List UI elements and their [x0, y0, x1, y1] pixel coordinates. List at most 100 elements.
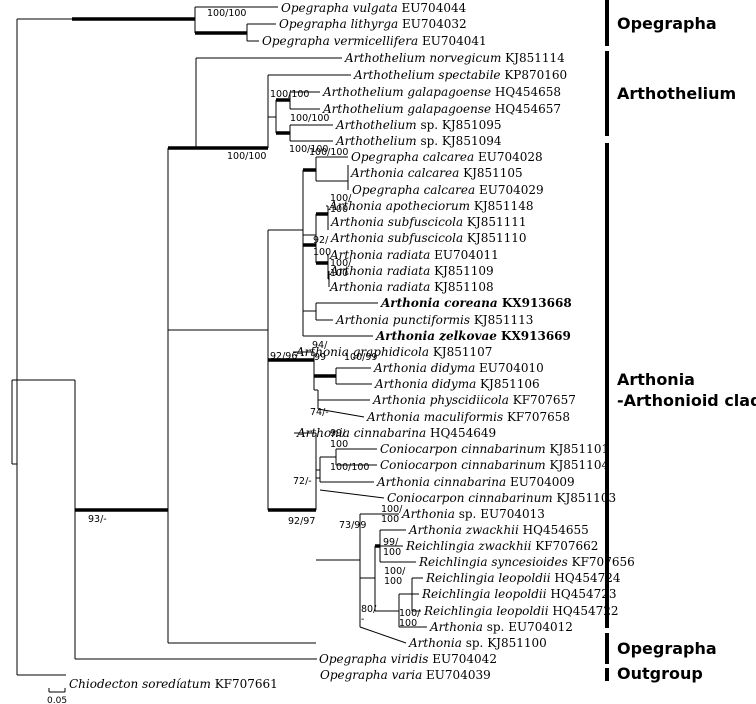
taxon-accession: EU704039 — [422, 668, 491, 682]
support-value: 72/- — [293, 476, 312, 487]
taxon-accession: KP870160 — [501, 68, 568, 82]
taxon-name: Arthonia didyma — [373, 361, 475, 375]
taxon-accession: KJ851103 — [553, 491, 616, 505]
taxon-name: Arthonia radiata — [329, 280, 430, 294]
taxon-accession: KJ851101 — [546, 442, 609, 456]
branch — [319, 489, 385, 499]
taxon-name: Coniocarpon cinnabarinum — [380, 458, 546, 472]
taxon-name: Arthothelium spectabile — [353, 68, 501, 82]
taxon-accession: KF707662 — [531, 539, 598, 553]
taxon-accession: HQ454724 — [551, 571, 621, 585]
support-value: 100/100 — [227, 151, 266, 162]
taxon-name: Arthothelium galapagoense — [322, 85, 491, 99]
taxon-label: Coniocarpon cinnabarinum KJ851101 — [380, 442, 609, 456]
support-value: 73/99 — [339, 520, 366, 531]
branch — [359, 626, 407, 644]
taxon-label: Arthonia sp. EU704013 — [401, 507, 545, 521]
scale-bar — [48, 688, 66, 693]
taxon-accession: EU704028 — [474, 150, 543, 164]
taxon-name: Arthonia subfuscicola — [330, 231, 463, 245]
support-value: 100 — [330, 439, 348, 450]
taxon-label: Arthonia radiata KJ851109 — [329, 264, 494, 278]
taxon-name: Reichlingia leopoldii — [421, 587, 547, 601]
taxon-name: Arthothelium galapagoense — [322, 102, 491, 116]
taxon-label: Arthonia didyma KJ851106 — [374, 377, 540, 391]
taxon-label: Arthonia cinnabarina EU704009 — [376, 475, 575, 489]
support-value: 100/100 — [270, 89, 309, 100]
support-value: 100 — [313, 247, 331, 258]
taxon-label: Opegrapha calcarea EU704028 — [351, 150, 543, 164]
taxon-accession: EU704044 — [398, 1, 467, 15]
taxon-name: Opegrapha viridis — [319, 652, 428, 666]
taxon-accession: EU704010 — [475, 361, 544, 375]
taxon-name: Arthonia subfuscicola — [330, 215, 463, 229]
clade-label-arthothelium: Arthothelium — [617, 84, 736, 103]
taxon-label: Coniocarpon cinnabarinum KJ851103 — [387, 491, 616, 505]
taxon-accession: HQ454657 — [491, 102, 561, 116]
taxon-accession: KJ851107 — [429, 345, 492, 359]
support-value: 74/- — [310, 407, 329, 418]
taxon-name: Opegrapha calcarea — [351, 150, 474, 164]
support-value: 100/ — [399, 608, 421, 619]
taxon-label: Arthonia zelkovae KX913669 — [375, 329, 571, 343]
taxon-name: Reichlingia leopoldii — [425, 571, 551, 585]
taxon-label: Arthonia apotheciorum KJ851148 — [328, 199, 533, 213]
taxon-name: Arthothelium — [335, 118, 417, 132]
support-value: 100 — [399, 618, 417, 629]
taxon-accession: sp. KJ851095 — [417, 118, 502, 132]
taxon-accession: EU704042 — [428, 652, 497, 666]
taxon-label: Arthothelium sp. KJ851094 — [335, 134, 502, 148]
taxon-label: Arthonia sp. EU704012 — [429, 620, 573, 634]
taxon-name: Arthonia coreana — [380, 296, 498, 310]
taxon-accession: KJ851114 — [501, 51, 565, 65]
taxon-accession: KJ851106 — [476, 377, 539, 391]
taxon-label: Arthonia radiata KJ851108 — [329, 280, 494, 294]
taxon-accession: sp. EU704012 — [483, 620, 573, 634]
taxon-label: Reichlingia zwackhii KF707662 — [405, 539, 598, 553]
scale-bar-label: 0.05 — [47, 696, 67, 704]
taxon-name: Opegrapha vermicellifera — [262, 34, 418, 48]
taxon-accession: HQ454658 — [491, 85, 561, 99]
support-value: 100 — [384, 576, 402, 587]
support-value: 100/100 — [309, 147, 348, 158]
support-value: 92/96 — [270, 351, 297, 362]
taxon-name: Arthonia graphidicola — [295, 345, 429, 359]
support-value: 99/ — [383, 537, 399, 548]
taxon-accession: KJ851105 — [459, 166, 522, 180]
taxon-label: Arthonia coreana KX913668 — [380, 296, 572, 310]
support-value: 99 — [314, 352, 326, 363]
taxon-accession: HQ454649 — [426, 426, 496, 440]
taxon-name: Arthonia didyma — [374, 377, 476, 391]
branch — [317, 408, 365, 418]
taxon-name: Arthonia radiata — [329, 264, 430, 278]
taxon-name: Coniocarpon cinnabarinum — [387, 491, 553, 505]
support-value: 100/ — [384, 566, 406, 577]
taxon-accession: HQ454722 — [549, 604, 619, 618]
taxon-label: Arthonia calcarea KJ851105 — [350, 166, 523, 180]
taxon-accession: KF707656 — [568, 555, 635, 569]
taxon-accession: HQ454655 — [519, 523, 589, 537]
taxon-name: Arthonia punctiformis — [335, 313, 470, 327]
taxon-accession: KJ851111 — [463, 215, 526, 229]
taxon-label: Opegrapha varia EU704039 — [320, 668, 491, 682]
taxon-accession: EU704032 — [398, 17, 467, 31]
support-value: 100 — [330, 268, 348, 279]
support-value: - — [361, 614, 364, 625]
taxon-accession: EU704041 — [418, 34, 487, 48]
taxon-accession: HQ454723 — [547, 587, 617, 601]
taxon-accession: EU704029 — [475, 183, 544, 197]
taxon-name: Arthonia zelkovae — [375, 329, 497, 343]
taxon-name: Reichlingia leopoldii — [423, 604, 549, 618]
taxon-label: Arthothelium norvegicum KJ851114 — [344, 51, 565, 65]
taxon-label: Arthonia punctiformis KJ851113 — [335, 313, 533, 327]
support-value: 100/100 — [207, 8, 246, 19]
taxon-accession: sp. KJ851100 — [462, 636, 547, 650]
taxon-accession: KJ851148 — [470, 199, 533, 213]
taxon-name: Arthothelium — [335, 134, 417, 148]
taxon-label: Reichlingia leopoldii HQ454722 — [423, 604, 619, 618]
taxon-name: Arthonia cinnabarina — [296, 426, 426, 440]
taxon-label: Arthothelium spectabile KP870160 — [353, 68, 567, 82]
support-value: 100/100 — [289, 144, 328, 155]
